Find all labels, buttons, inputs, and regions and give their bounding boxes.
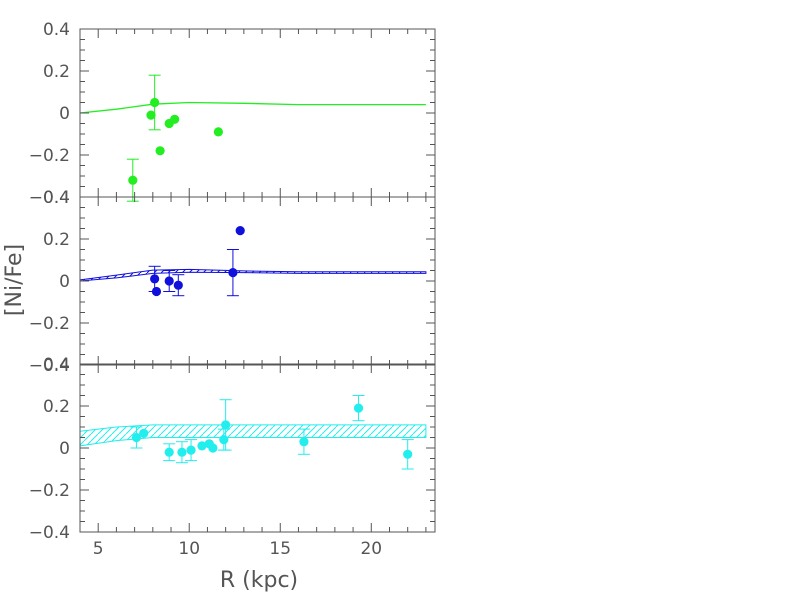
data-point (151, 286, 162, 297)
data-point (164, 276, 174, 286)
data-point (150, 274, 160, 284)
data-point (228, 268, 238, 278)
panels-layer: −0.4−0.200.20.4−0.4−0.200.20.4−0.4−0.200… (29, 20, 436, 543)
data-point (150, 97, 160, 108)
data-point (139, 428, 149, 438)
panel-3: −0.4 −0.2 0 0.2 0.4 (29, 355, 436, 543)
data-point (170, 114, 180, 124)
data-point (235, 226, 245, 236)
y-axis-title: [Ni/Fe] (2, 244, 27, 316)
data-point (186, 445, 196, 455)
y-tick-label: 0.4 (43, 355, 70, 375)
data-point (221, 420, 231, 430)
data-point (197, 441, 207, 451)
y-tick-label: −0.4 (29, 356, 70, 376)
y-tick-label: 0 (59, 272, 70, 292)
x-tick-label: 20 (360, 539, 382, 559)
data-point (403, 449, 413, 459)
panel-1: −0.4 −0.2 0 0.2 0.4 (29, 20, 436, 208)
data-point (353, 403, 364, 413)
data-point (177, 447, 187, 457)
x-tick-label: 15 (269, 539, 291, 559)
y-tick-label: 0 (59, 439, 70, 459)
panel-2: −0.4 −0.2 0 0.2 0.4 (29, 188, 436, 376)
y-tick-label: −0.2 (29, 146, 70, 166)
y-tick-label: −0.2 (29, 481, 70, 501)
model-line (79, 101, 426, 114)
x-axis-title: R (kpc) (220, 568, 298, 593)
data-point (219, 435, 229, 445)
y-tick-label: 0 (59, 104, 70, 124)
model-band (79, 268, 427, 282)
panel-frame (79, 196, 436, 366)
y-tick-label: −0.2 (29, 314, 70, 334)
y-tick-label: 0.4 (43, 20, 70, 40)
y-tick-label: 0.2 (43, 62, 70, 82)
data-point (128, 175, 138, 185)
data-point (131, 432, 142, 443)
data-point (208, 443, 218, 453)
data-point (164, 447, 174, 457)
y-tick-label: −0.4 (29, 188, 70, 208)
data-point (146, 110, 156, 120)
x-tick-label: 10 (178, 539, 200, 559)
x-tick-label: 5 (93, 539, 104, 559)
y-tick-label: −0.4 (29, 523, 70, 543)
x-tick-labels: 5 10 15 20 (93, 539, 382, 559)
data-point (173, 280, 183, 290)
y-tick-label: 0.2 (43, 397, 70, 417)
data-point (213, 127, 223, 137)
y-tick-label: 0.2 (43, 230, 70, 250)
data-point (299, 437, 309, 447)
model-band (79, 424, 427, 447)
y-tick-label: 0.4 (43, 188, 70, 208)
data-point (155, 146, 165, 156)
